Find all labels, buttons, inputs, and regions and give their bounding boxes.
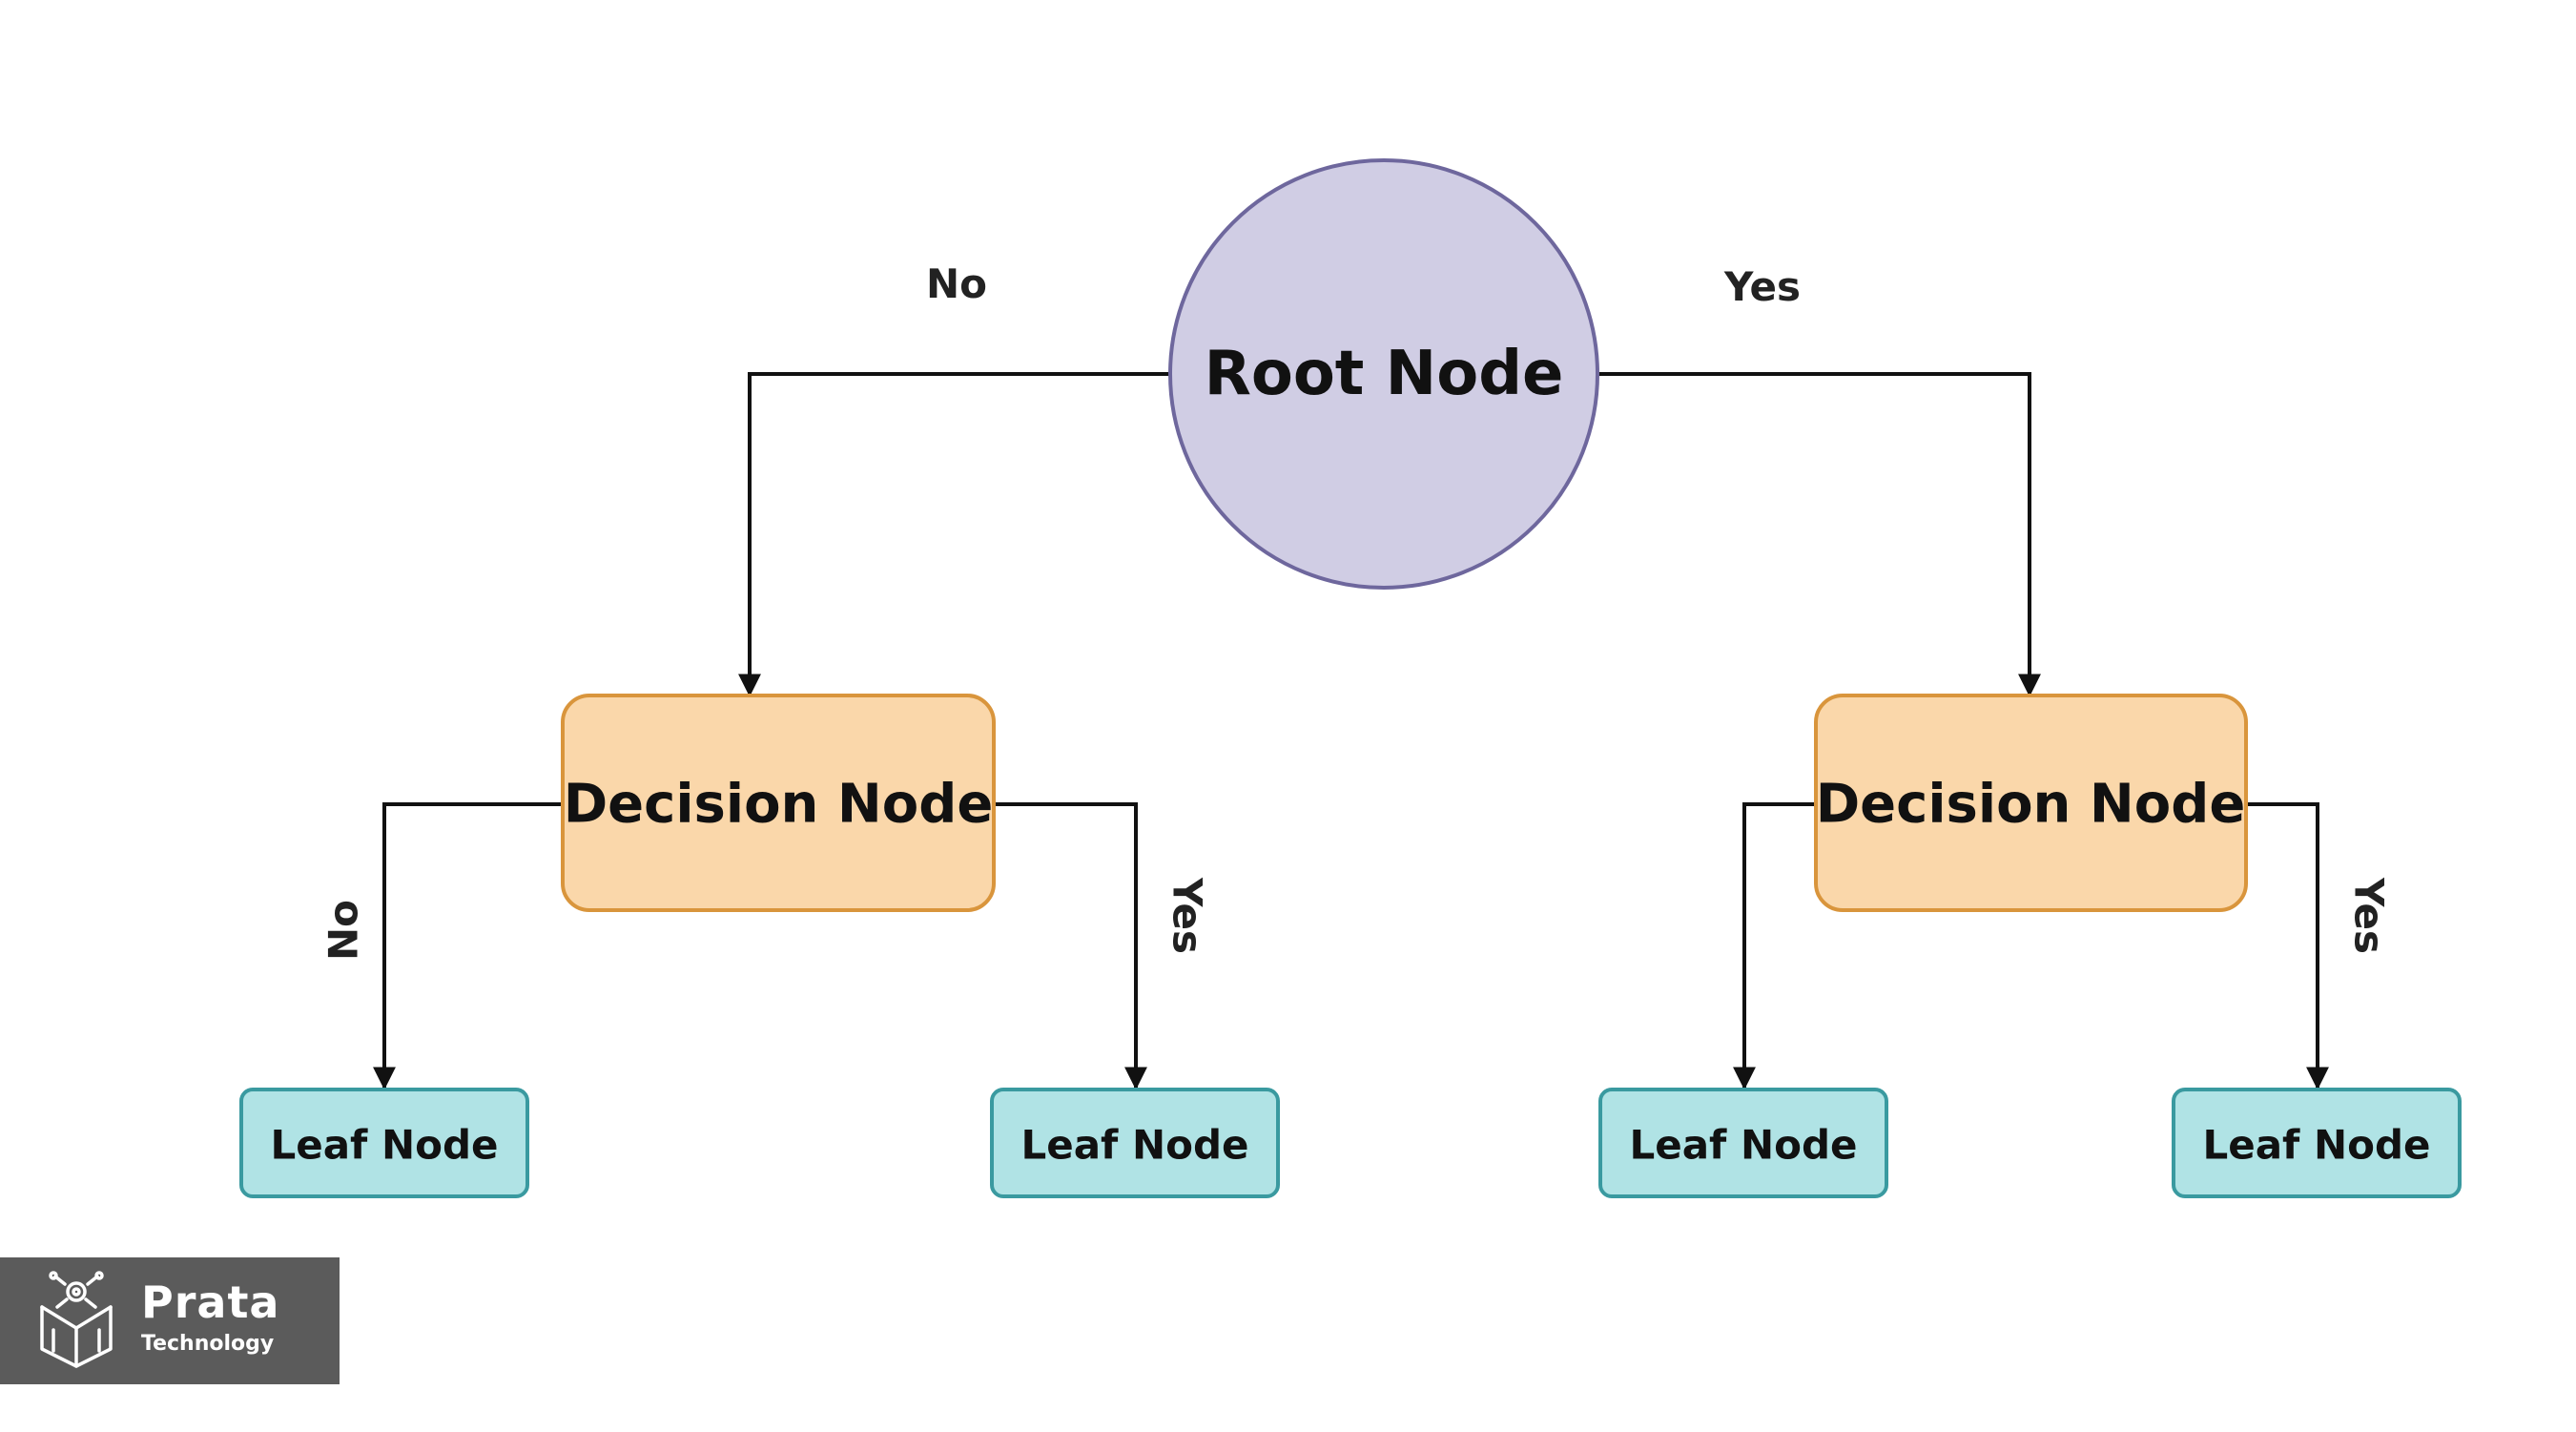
decision-node-left [561,694,996,912]
edge-label-root-no: No [926,260,987,307]
edge-label-left-no: No [320,900,367,961]
logo-brand-name: Prata [141,1276,280,1328]
decision-node-right [1814,694,2248,912]
leaf-node-1-label: Leaf Node [270,1122,498,1169]
leaf-node-3-label: Leaf Node [1629,1122,1857,1169]
edge-label-right-yes: Yes [2346,877,2393,954]
logo-brand-subtitle: Technology [141,1332,275,1356]
cube-circuit-icon [40,1271,113,1368]
edge-right-decision-to-leaf-4 [2246,802,2329,1090]
leaf-node-2-label: Leaf Node [1020,1122,1248,1169]
edge-left-decision-to-leaf-2 [994,802,1147,1090]
edge-label-root-yes: Yes [1723,263,1801,310]
leaf-node-2 [990,1088,1280,1198]
leaf-node-4-label: Leaf Node [2202,1122,2430,1169]
decision-node-left-label: Decision Node [564,774,994,836]
root-node-label: Root Node [1205,339,1564,409]
root-node [1168,158,1599,590]
edge-left-decision-to-leaf-1 [373,802,563,1090]
edge-label-left-yes: Yes [1164,877,1211,954]
prata-technology-logo: Prata Technology [0,1257,340,1384]
leaf-node-1 [239,1088,529,1198]
leaf-node-4 [2172,1088,2462,1198]
leaf-node-3 [1598,1088,1888,1198]
edge-right-decision-to-leaf-3 [1733,802,1816,1090]
edge-root-to-right-decision [1595,372,2041,697]
edge-root-to-left-decision [738,372,1171,697]
decision-node-right-label: Decision Node [1816,774,2246,836]
